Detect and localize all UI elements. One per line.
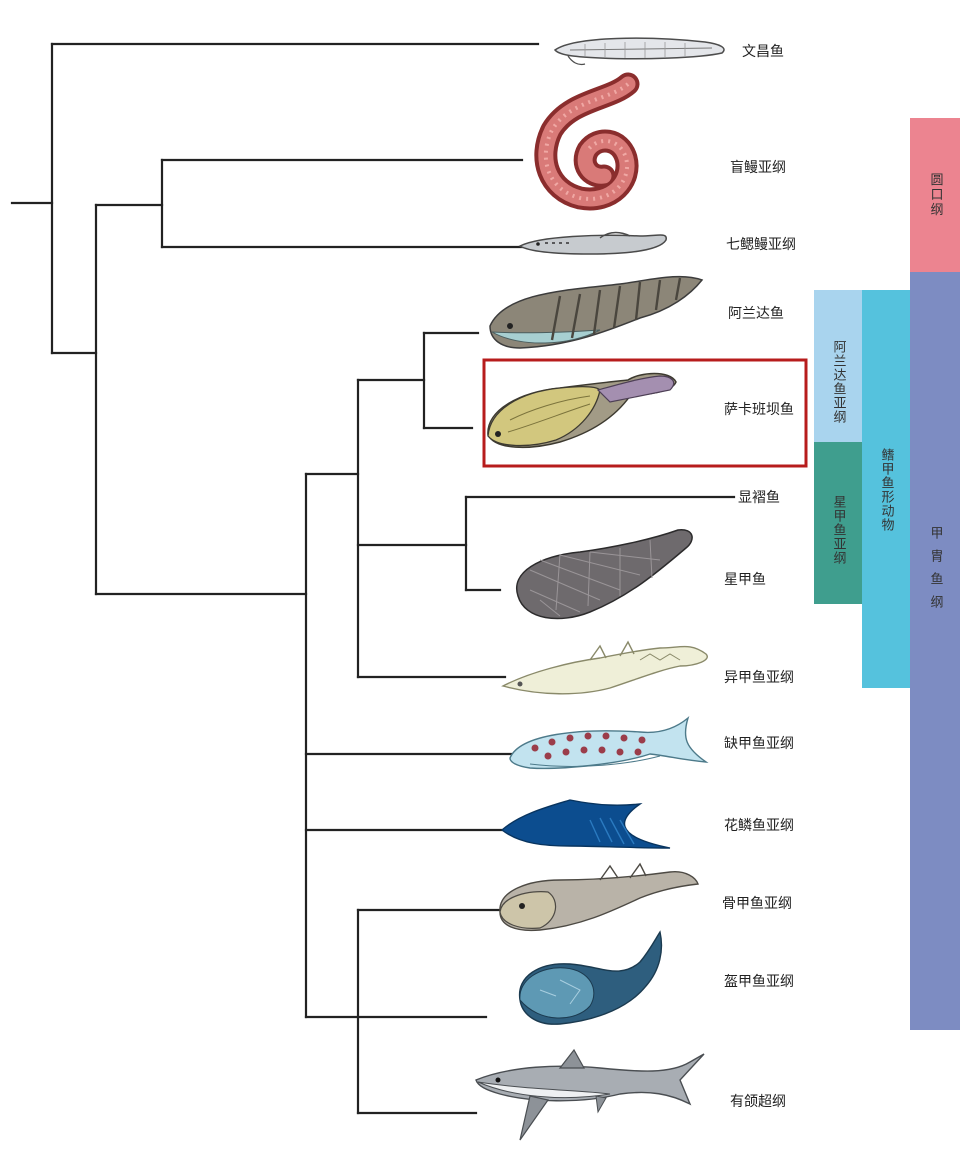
label-quejiayu: 缺甲鱼亚纲 [724, 735, 794, 752]
label-youhe: 有颌超纲 [730, 1094, 786, 1110]
highlight-box [482, 358, 808, 468]
bar-alanda-yagang [814, 290, 862, 442]
heterostracan-illustration [501, 640, 708, 695]
arandaspis-illustration [489, 275, 704, 349]
group-bars [814, 118, 960, 1030]
label-xingjia-yagang: 星甲鱼亚纲 [831, 495, 847, 565]
osteostracan-illustration [499, 862, 699, 932]
label-jiazhou: 甲胄鱼纲 [928, 526, 944, 618]
label-alandayu: 阿兰达鱼 [728, 305, 784, 322]
hagfish-illustration [534, 72, 640, 211]
astraspis-illustration [515, 529, 693, 620]
bar-jiazhou [910, 272, 960, 1030]
label-qisaiman: 七鳃鳗亚纲 [726, 237, 796, 253]
anaspid-illustration [509, 715, 709, 770]
label-xianzheyu: 显褶鱼 [738, 489, 780, 506]
label-yijiayu: 异甲鱼亚纲 [724, 669, 794, 686]
label-qijia: 鳍甲鱼形动物 [879, 448, 895, 532]
label-wenchangyu: 文昌鱼 [742, 43, 784, 60]
bar-yuankou [910, 118, 960, 272]
bar-qijia [862, 290, 910, 688]
thelodont-illustration [500, 799, 671, 849]
galeaspid-illustration [518, 930, 663, 1025]
tree-branches [10, 42, 736, 1115]
bar-xingjia-yagang [814, 442, 862, 604]
label-hualinyu: 花鳞鱼亚纲 [724, 817, 794, 834]
label-gujiayu: 骨甲鱼亚纲 [722, 895, 792, 912]
amphioxus-illustration [553, 37, 725, 66]
lamprey-illustration [518, 231, 667, 255]
label-xingjiayu: 星甲鱼 [724, 571, 766, 588]
label-kuijiayu: 盔甲鱼亚纲 [724, 973, 794, 990]
label-alanda-yagang: 阿兰达鱼亚纲 [831, 340, 847, 424]
label-yuankou: 圆口纲 [928, 173, 944, 218]
shark-illustration [475, 1048, 705, 1141]
label-mangman: 盲鳗亚纲 [730, 159, 786, 176]
label-sakabanbayu: 萨卡班坝鱼 [724, 401, 794, 418]
sacabambaspis-illustration [487, 372, 677, 449]
